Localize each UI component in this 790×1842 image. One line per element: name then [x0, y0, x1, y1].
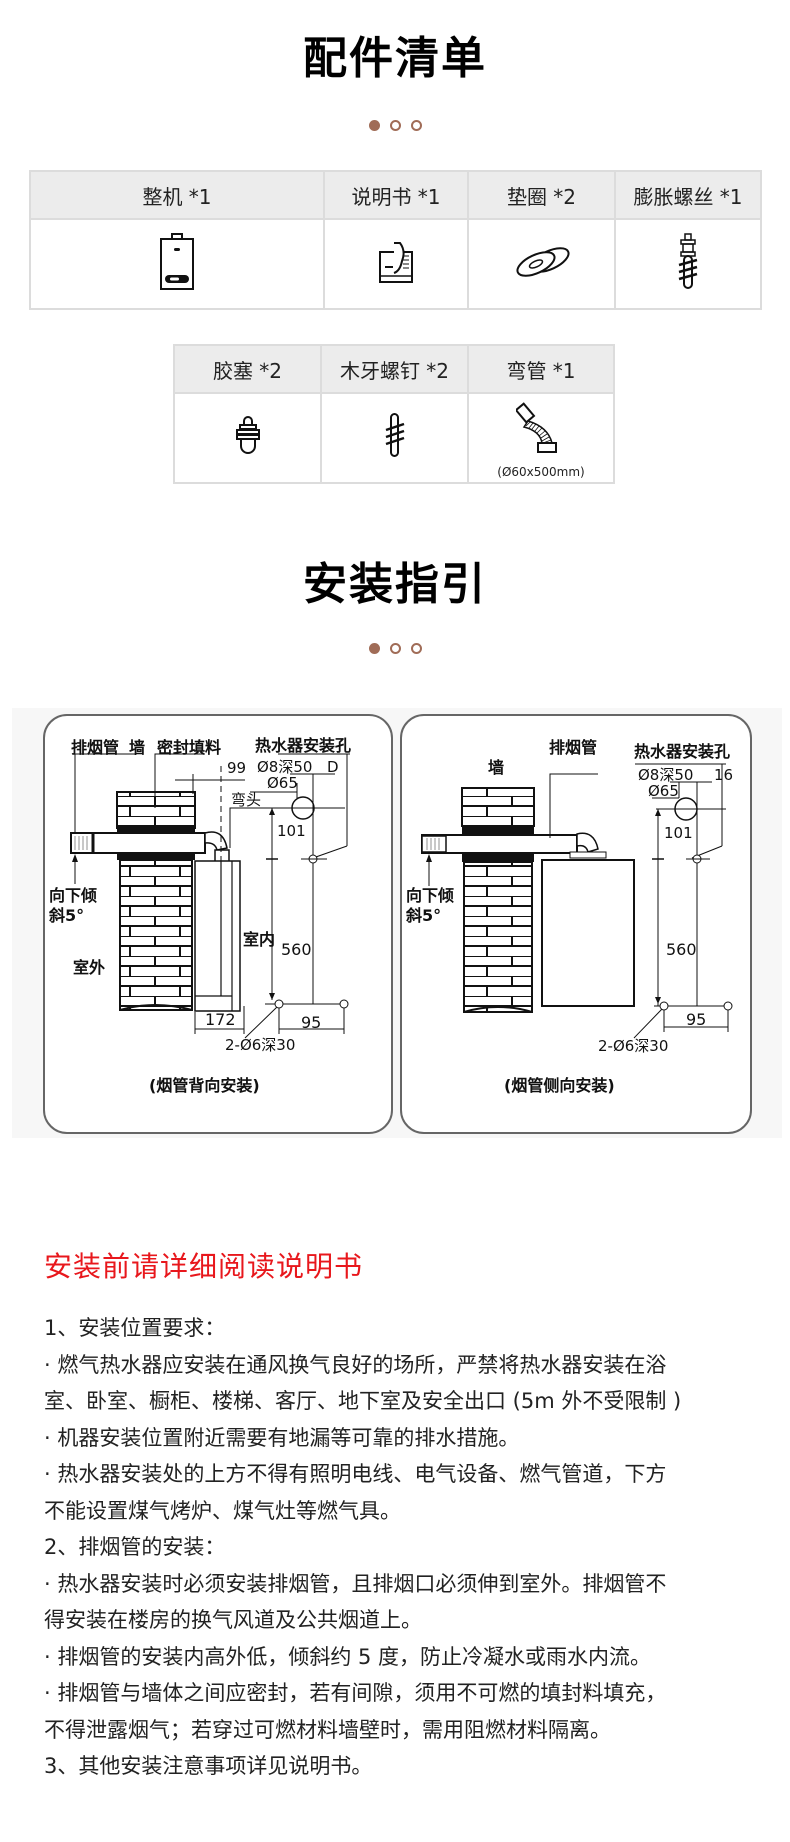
- label-wall: 墙: [129, 738, 146, 757]
- washer-icon: [515, 247, 570, 277]
- side-install-drawing: [421, 763, 733, 1039]
- dim-101: 101: [277, 822, 306, 840]
- dot: [410, 643, 422, 654]
- diagram-back-install: 排烟管 墙 密封填料 热水器安装孔 99 Ø8深50 D Ø65 弯头 101 …: [43, 714, 393, 1134]
- dim-560: 560: [281, 940, 312, 959]
- label-tilt-2: 斜5°: [406, 906, 442, 925]
- elbow-pipe-size: (Ø60x500mm): [497, 465, 585, 479]
- part-label: 木牙螺钉 *2: [320, 344, 469, 394]
- label-hole-d8: Ø8深50: [638, 766, 694, 784]
- notice-body: 1、安装位置要求： · 燃气热水器应安装在通风换气良好的场所，严禁将热水器安装在…: [44, 1310, 744, 1785]
- label-bottom-hole: 2-Ø6深30: [225, 1036, 296, 1054]
- part-label: 说明书 *1: [323, 170, 469, 220]
- dim-172: 172: [205, 1010, 236, 1029]
- pagination-dots: [0, 120, 790, 131]
- notice-line: 得安装在楼房的换气风道及公共烟道上。: [44, 1608, 422, 1632]
- part-label: 整机 *1: [29, 170, 325, 220]
- dim-16: 16: [714, 766, 734, 784]
- dim-d: D: [327, 758, 339, 776]
- dot-active: [368, 120, 380, 131]
- label-hole-d65: Ø65: [648, 782, 679, 800]
- rubber-plug-icon: [235, 416, 260, 454]
- parts-table-row2: 胶塞 *2 木牙螺钉 *2 弯管 *1: [173, 344, 615, 484]
- part-image-cell: [614, 218, 762, 310]
- notice-line: 不能设置煤气烤炉、煤气灶等燃气具。: [44, 1498, 401, 1523]
- label-sealant: 密封填料: [157, 738, 222, 757]
- install-title: 安装指引: [303, 559, 487, 610]
- expansion-screw-icon: [678, 233, 698, 289]
- parts-title: 配件清单: [303, 33, 487, 84]
- notice-line: 3、其他安装注意事项详见说明书。: [44, 1754, 373, 1778]
- dim-95: 95: [686, 1010, 707, 1029]
- part-label: 垫圈 *2: [467, 170, 616, 220]
- parts-table-row1: 整机 *1 说明书 *1 垫圈 *2 膨胀螺丝 *1: [29, 170, 762, 310]
- part-label: 胶塞 *2: [173, 344, 322, 394]
- notice-line: · 排烟管的安装内高外低，倾斜约 5 度，防止冷凝水或雨水内流。: [44, 1644, 652, 1669]
- notice-line: · 燃气热水器应安装在通风换气良好的场所，严禁将热水器安装在浴: [44, 1352, 667, 1377]
- dot: [410, 120, 422, 131]
- notice-line: · 排烟管与墙体之间应密封，若有间隙，须用不可燃的填封料填充，: [44, 1681, 667, 1705]
- part-image-cell: [173, 392, 322, 484]
- label-flue: 排烟管: [71, 738, 120, 757]
- elbow-pipe-icon: [514, 402, 557, 453]
- label-tilt-2: 斜5°: [49, 906, 85, 925]
- notice-heading: 安装前请详细阅读说明书: [44, 1250, 364, 1283]
- diagram-side-install: 墙 排烟管 热水器安装孔 Ø8深50 16 Ø65 101 向下倾 斜5° 56…: [400, 714, 752, 1134]
- part-label: 膨胀螺丝 *1: [614, 170, 762, 220]
- notice-line: 不得泄露烟气；若穿过可燃材料墙壁时，需用阻燃材料隔离。: [44, 1717, 611, 1742]
- label-elbow: 弯头: [231, 791, 262, 809]
- label-tilt-1: 向下倾: [406, 886, 455, 905]
- caption-back-install: (烟管背向安装): [149, 1076, 260, 1095]
- label-tilt-1: 向下倾: [49, 886, 98, 905]
- manual-icon: [379, 242, 413, 283]
- dot: [389, 120, 401, 131]
- install-diagrams: 排烟管 墙 密封填料 热水器安装孔 99 Ø8深50 D Ø65 弯头 101 …: [12, 708, 782, 1138]
- part-image-cell: [467, 218, 616, 310]
- label-hole-d65: Ø65: [267, 774, 298, 792]
- back-install-drawing: [70, 753, 350, 1039]
- label-outdoor: 室外: [73, 958, 106, 977]
- dot: [389, 643, 401, 654]
- label-hole-d8: Ø8深50: [257, 758, 313, 776]
- caption-side-install: (烟管侧向安装): [504, 1076, 615, 1095]
- water-heater-icon: [160, 233, 194, 290]
- part-image-cell: [320, 392, 469, 484]
- notice-line: · 热水器安装处的上方不得有照明电线、电气设备、燃气管道，下方: [44, 1462, 667, 1486]
- notice-line: 1、安装位置要求：: [44, 1316, 226, 1340]
- pagination-dots: [0, 643, 790, 654]
- label-bottom-hole: 2-Ø6深30: [598, 1037, 669, 1055]
- label-flue: 排烟管: [549, 738, 598, 757]
- dim-99: 99: [227, 759, 247, 777]
- label-indoor: 室内: [243, 930, 276, 949]
- dim-95: 95: [301, 1013, 322, 1032]
- part-image-cell: [323, 218, 469, 310]
- dim-560: 560: [666, 940, 697, 959]
- notice-line: 室、卧室、橱柜、楼梯、客厅、地下室及安全出口 (5m 外不受限制 ): [44, 1389, 682, 1413]
- dim-101: 101: [664, 824, 693, 842]
- part-label: 弯管 *1: [467, 344, 615, 394]
- notice-line: · 热水器安装时必须安装排烟管，且排烟口必须伸到室外。排烟管不: [44, 1571, 667, 1596]
- label-wall: 墙: [488, 758, 505, 777]
- wood-screw-icon: [385, 413, 404, 457]
- label-mount-hole: 热水器安装孔: [634, 742, 731, 761]
- dot-active: [368, 643, 380, 654]
- notice-line: 2、排烟管的安装：: [44, 1535, 226, 1559]
- notice-line: · 机器安装位置附近需要有地漏等可靠的排水措施。: [44, 1425, 520, 1450]
- part-image-cell: [29, 218, 325, 310]
- label-mount-hole: 热水器安装孔: [255, 736, 352, 755]
- part-image-cell: (Ø60x500mm): [467, 392, 615, 484]
